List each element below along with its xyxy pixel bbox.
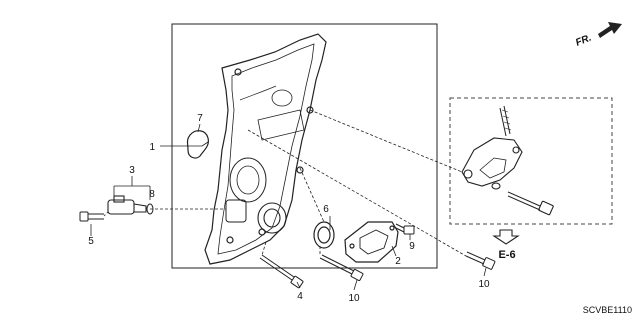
reference-arrow bbox=[492, 229, 520, 245]
bolt-part-10-right bbox=[465, 251, 496, 270]
oil-seal-part-6 bbox=[313, 221, 335, 249]
callout-6: 6 bbox=[323, 204, 329, 215]
gasket-part-7 bbox=[186, 130, 209, 159]
bracket-assembly bbox=[461, 105, 554, 216]
bolt-part-10-lower bbox=[319, 254, 364, 282]
sensor-part-3 bbox=[107, 195, 147, 215]
leader-lines bbox=[90, 109, 487, 291]
callout-8: 8 bbox=[149, 189, 155, 200]
callout-9: 9 bbox=[409, 241, 415, 252]
callout-4: 4 bbox=[297, 291, 303, 302]
callout-1: 1 bbox=[149, 142, 155, 153]
bolt-part-4 bbox=[259, 254, 304, 289]
bolt-part-5 bbox=[79, 211, 104, 222]
reference-label: E-6 bbox=[498, 249, 515, 261]
crank-seal-seat bbox=[257, 202, 287, 234]
callout-5: 5 bbox=[88, 236, 94, 247]
callout-10-right: 10 bbox=[478, 279, 490, 290]
callout-3: 3 bbox=[129, 165, 135, 176]
part-code: SCVBE1110 bbox=[583, 305, 632, 315]
cover-plate-part-2 bbox=[344, 221, 399, 263]
callout-10-lower: 10 bbox=[348, 293, 360, 304]
front-label: FR. bbox=[574, 33, 593, 49]
front-direction-arrow bbox=[598, 22, 622, 38]
callout-7: 7 bbox=[197, 113, 203, 124]
callout-2: 2 bbox=[395, 256, 401, 267]
assembly-frame bbox=[171, 23, 438, 269]
chain-case bbox=[204, 33, 327, 265]
bolt-part-9 bbox=[395, 223, 415, 235]
detail-box bbox=[449, 97, 613, 225]
